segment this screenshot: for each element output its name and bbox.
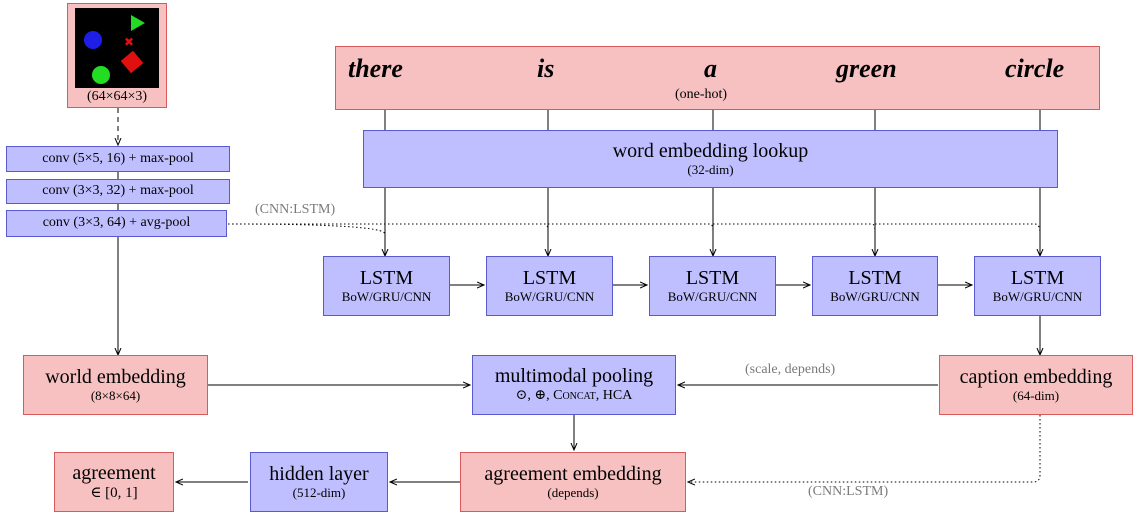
word-a: a (704, 54, 717, 83)
lstm-cell-3: LSTM BoW/GRU/CNN (649, 256, 776, 316)
cnn-lstm-label-bottom: (CNN:LSTM) (808, 484, 889, 499)
word-embedding-dim: (32-dim) (687, 162, 734, 178)
lstm-variants: BoW/GRU/CNN (341, 289, 432, 305)
hidden-layer: hidden layer (512-dim) (250, 452, 388, 512)
world-embedding-title: world embedding (45, 366, 186, 389)
caption-box (335, 46, 1100, 110)
lstm-title: LSTM (359, 267, 414, 290)
caption-embedding-title: caption embedding (959, 366, 1113, 389)
red-square-icon (120, 50, 144, 74)
lstm-variants: BoW/GRU/CNN (830, 289, 920, 305)
agreement-embedding-title: agreement embedding (484, 463, 662, 486)
lstm-title: LSTM (522, 267, 577, 290)
lstm-cell-2: LSTM BoW/GRU/CNN (486, 256, 613, 316)
multimodal-ops: ⊙, ⊕, Concat, HCA (515, 388, 633, 404)
agreement-output: agreement ∈ [0, 1] (54, 452, 174, 512)
lstm-cell-4: LSTM BoW/GRU/CNN (812, 256, 938, 316)
word-circle: circle (1005, 54, 1065, 83)
multimodal-pooling: multimodal pooling ⊙, ⊕, Concat, HCA (472, 355, 676, 415)
conv-layer-3: conv (3×3, 64) + avg-pool (6, 210, 227, 237)
word-there: there (348, 54, 403, 83)
red-cross-icon: ✖ (124, 35, 134, 49)
word-green: green (836, 54, 897, 83)
input-image: ✖ (75, 8, 159, 88)
multimodal-title: multimodal pooling (494, 365, 654, 388)
hidden-layer-dim: (512-dim) (292, 485, 346, 501)
conv-layer-2: conv (3×3, 32) + max-pool (6, 179, 230, 204)
world-embedding-dim: (8×8×64) (90, 388, 141, 404)
agreement-range: ∈ [0, 1] (90, 484, 138, 501)
caption-embedding: caption embedding (64-dim) (939, 355, 1133, 415)
word-is: is (537, 54, 555, 83)
agreement-title: agreement (72, 461, 156, 484)
hidden-layer-title: hidden layer (269, 463, 369, 486)
image-size-label: (64×64×3) (86, 89, 148, 104)
one-hot-label: (one-hot) (675, 87, 728, 102)
lstm-variants: BoW/GRU/CNN (992, 289, 1083, 305)
cnn-lstm-label-top: (CNN:LSTM) (255, 202, 336, 217)
lstm-variants: BoW/GRU/CNN (504, 289, 595, 305)
green-triangle-icon (131, 15, 145, 31)
lstm-variants: BoW/GRU/CNN (667, 289, 758, 305)
word-embedding-title: word embedding lookup (612, 140, 809, 163)
word-embedding-lookup: word embedding lookup (32-dim) (363, 130, 1058, 188)
caption-embedding-dim: (64-dim) (1012, 388, 1060, 404)
world-embedding: world embedding (8×8×64) (23, 355, 208, 415)
conv-layer-1: conv (5×5, 16) + max-pool (6, 146, 230, 172)
agreement-embedding: agreement embedding (depends) (460, 452, 686, 512)
agreement-embedding-dim: (depends) (547, 485, 599, 501)
input-image-box: ✖ (64×64×3) (67, 3, 167, 108)
lstm-cell-1: LSTM BoW/GRU/CNN (323, 256, 450, 316)
lstm-title: LSTM (685, 267, 740, 290)
lstm-cell-5: LSTM BoW/GRU/CNN (974, 256, 1101, 316)
green-circle-icon (92, 66, 110, 84)
lstm-title: LSTM (1010, 267, 1065, 290)
scale-depends-label: (scale, depends) (745, 362, 836, 377)
lstm-title: LSTM (848, 267, 902, 290)
blue-circle-icon (84, 31, 102, 49)
